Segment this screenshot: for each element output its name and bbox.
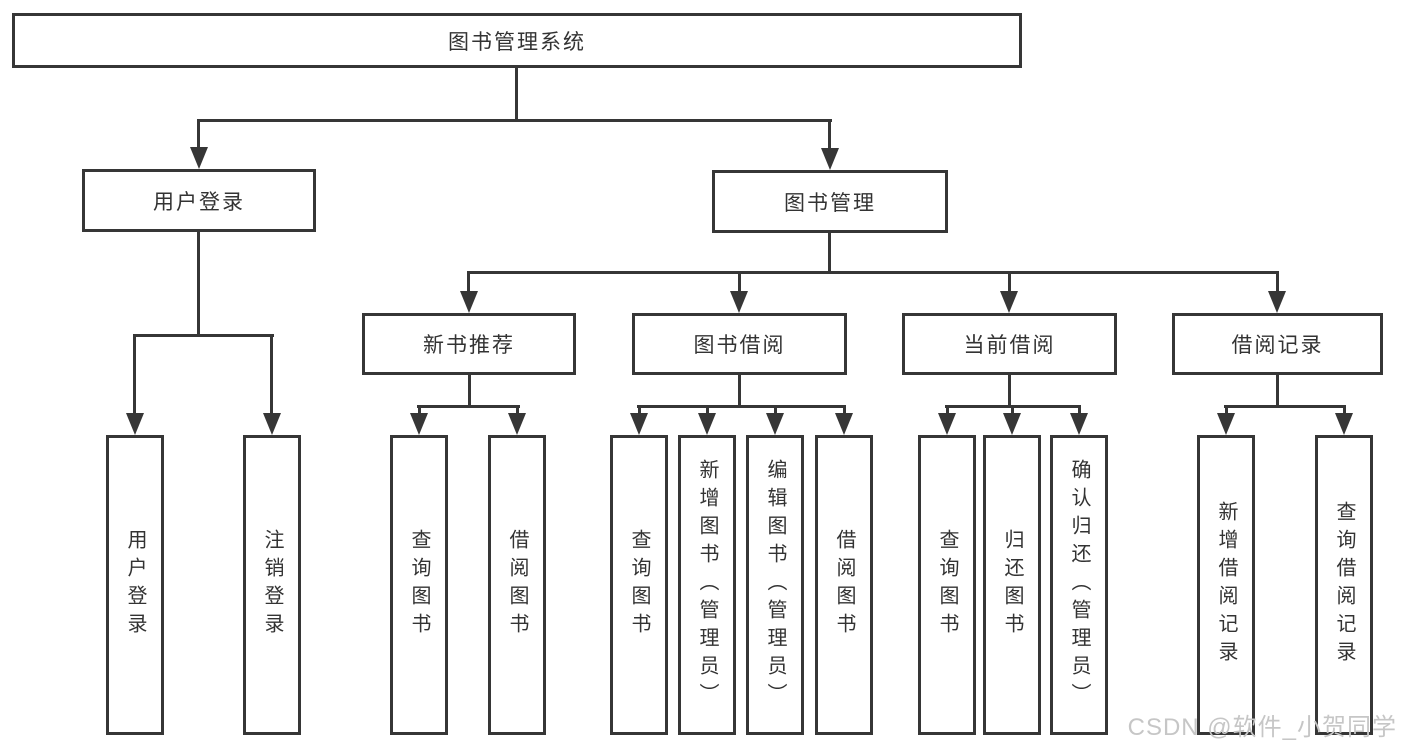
connector-line [638,405,641,415]
arrow-down-icon [460,291,478,313]
connector-line [1008,375,1011,408]
connector-line [946,405,949,415]
connector-line [1011,405,1014,415]
csdn-watermark: CSDN @软件_小贺同学 [1127,714,1397,741]
arrow-down-icon [821,148,839,170]
arrow-down-icon [1070,413,1088,435]
leaf-borrow-books: 借阅图书 [815,435,873,735]
arrow-down-icon [508,413,526,435]
leaf-query-books-current: 查询图书 [918,435,976,735]
leaf-borrow-books-recommend: 借阅图书 [488,435,546,735]
connector-line [468,375,471,408]
arrow-down-icon [1000,291,1018,313]
connector-line [418,405,421,415]
leaf-return-books: 归还图书 [983,435,1041,735]
node-root-library-system: 图书管理系统 [12,13,1022,68]
connector-line [515,68,518,122]
arrow-down-icon [1217,413,1235,435]
arrow-down-icon [1268,291,1286,313]
connector-line [133,334,136,416]
leaf-edit-books-admin: 编辑图书（管理员） [746,435,804,735]
node-borrow-records: 借阅记录 [1172,313,1383,375]
leaf-query-books-recommend: 查询图书 [390,435,448,735]
node-current-borrow: 当前借阅 [902,313,1117,375]
connector-line [467,271,1279,274]
connector-line [774,405,777,415]
leaf-query-borrow-record: 查询借阅记录 [1315,435,1373,735]
connector-line [1276,271,1279,293]
arrow-down-icon [1335,413,1353,435]
connector-line [828,119,831,151]
arrow-down-icon [190,147,208,169]
node-book-management: 图书管理 [712,170,948,233]
leaf-logout: 注销登录 [243,435,301,735]
arrow-down-icon [938,413,956,435]
leaf-query-books-borrow: 查询图书 [610,435,668,735]
leaf-user-login: 用户登录 [106,435,164,735]
node-user-login: 用户登录 [82,169,316,232]
leaf-confirm-return-admin: 确认归还（管理员） [1050,435,1108,735]
node-new-book-recommend: 新书推荐 [362,313,576,375]
connector-line [1224,405,1346,408]
connector-line [197,119,200,151]
connector-line [1276,375,1279,408]
connector-line [738,271,741,293]
arrow-down-icon [630,413,648,435]
arrow-down-icon [835,413,853,435]
connector-line [133,334,274,337]
connector-line [1008,271,1011,293]
connector-line [637,405,846,408]
connector-line [706,405,709,415]
connector-line [1078,405,1081,415]
arrow-down-icon [1003,413,1021,435]
leaf-add-books-admin: 新增图书（管理员） [678,435,736,735]
arrow-down-icon [698,413,716,435]
connector-line [516,405,519,415]
connector-line [1225,405,1228,415]
connector-line [1343,405,1346,415]
arrow-down-icon [263,413,281,435]
connector-line [843,405,846,415]
connector-line [738,375,741,408]
connector-line [467,271,470,293]
arrow-down-icon [766,413,784,435]
arrow-down-icon [410,413,428,435]
connector-line [197,119,832,122]
connector-line [417,405,520,408]
arrow-down-icon [730,291,748,313]
connector-line [270,334,273,416]
leaf-add-borrow-record: 新增借阅记录 [1197,435,1255,735]
connector-line [828,233,831,274]
connector-line [197,232,200,337]
arrow-down-icon [126,413,144,435]
node-book-borrow: 图书借阅 [632,313,847,375]
